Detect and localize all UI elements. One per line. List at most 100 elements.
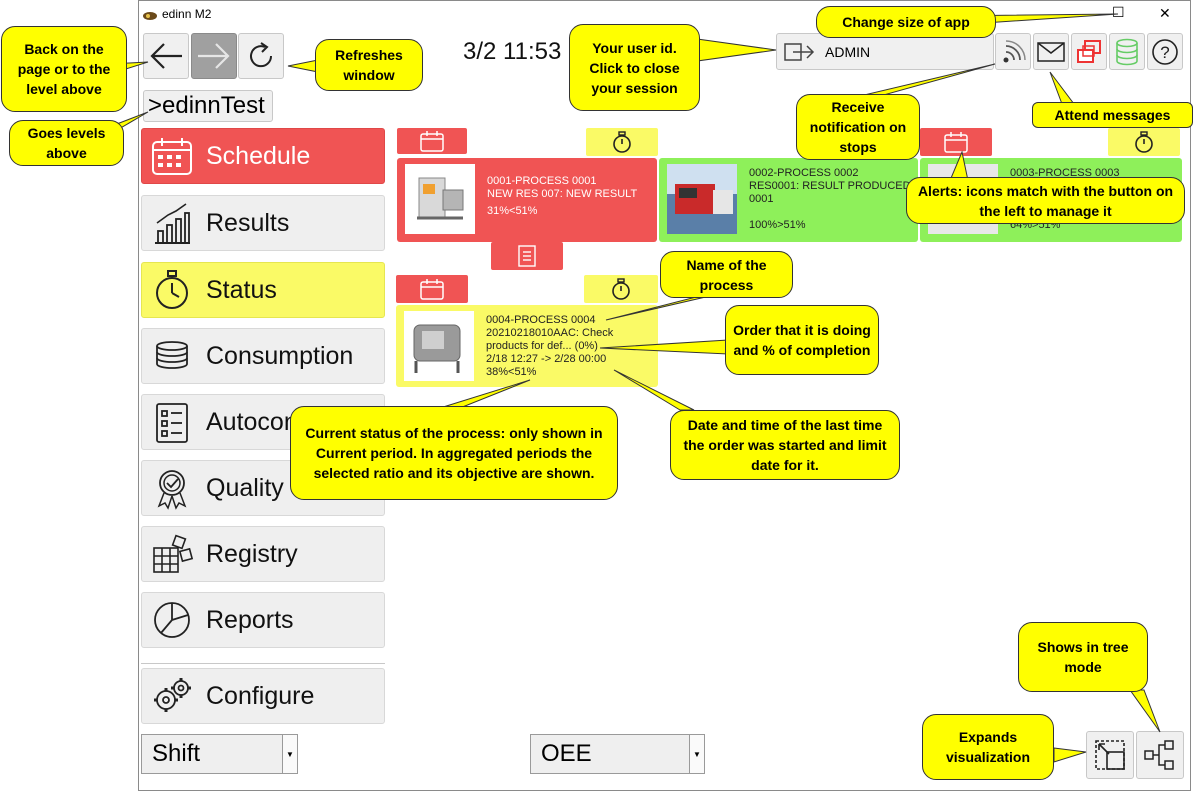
cascade-windows-icon (1077, 39, 1101, 63)
machine-thumbnail (404, 311, 474, 381)
process-card[interactable]: 0002-PROCESS 0002 RES0001: RESULT PRODUC… (659, 158, 918, 242)
process-dates: 2/18 12:27 -> 2/28 00:00 (486, 353, 607, 365)
callout-levels: Goes levels above (9, 120, 124, 166)
callout-status: Current status of the process: only show… (290, 406, 618, 500)
kpi-select-value: OEE (541, 740, 592, 767)
arrow-left-icon (150, 43, 182, 69)
menu-divider (141, 663, 385, 664)
expand-view-button[interactable] (1086, 731, 1134, 779)
stop-notifications-button[interactable] (995, 33, 1031, 70)
help-icon: ? (1152, 38, 1178, 65)
process-order-detail: products for def... (0%) (486, 340, 598, 352)
menu-item-configure[interactable]: Configure (141, 668, 385, 724)
callout-expand: Expands visualization (922, 714, 1054, 780)
callout-alerts: Alerts: icons match with the button on t… (906, 177, 1185, 224)
callout-back: Back on the page or to the level above (1, 26, 127, 112)
app-logo-icon (142, 8, 158, 20)
menu-label-consumption: Consumption (206, 341, 354, 370)
quality-badge-icon (142, 466, 202, 510)
expand-icon (1095, 740, 1125, 770)
dropdown-arrow-icon: ▼ (689, 735, 704, 773)
user-session-button[interactable]: ADMIN (776, 33, 994, 70)
process-order-detail: 0001 (749, 193, 774, 205)
checklist-icon (518, 245, 536, 267)
help-button[interactable]: ? (1147, 33, 1183, 70)
process-card[interactable]: 0001-PROCESS 0001 NEW RES 007: NEW RESUL… (397, 158, 657, 242)
menu-label-registry: Registry (206, 539, 298, 568)
breadcrumb[interactable]: >edinnTest (143, 90, 273, 122)
menu-item-schedule[interactable]: Schedule (141, 128, 385, 184)
process-order: NEW RES 007: NEW RESULT (487, 188, 638, 200)
maximize-icon[interactable]: ☐ (1112, 4, 1125, 20)
calendar-icon (142, 136, 202, 176)
process-ratio: 31%<51% (487, 205, 538, 217)
menu-label-configure: Configure (206, 681, 315, 710)
calendar-icon (420, 131, 444, 152)
dropdown-arrow-icon: ▼ (282, 735, 297, 773)
callout-date: Date and time of the last time the order… (670, 410, 900, 480)
process-name: 0001-PROCESS 0001 (487, 175, 597, 187)
callout-order: Order that it is doing and % of completi… (725, 305, 879, 375)
schedule-alert-tag[interactable] (920, 128, 992, 156)
calendar-icon (944, 132, 968, 153)
user-id-label: ADMIN (825, 43, 871, 60)
refresh-icon (250, 42, 273, 68)
callout-refresh: Refreshes window (315, 39, 423, 91)
database-icon (1116, 38, 1138, 65)
callout-resize: Change size of app (816, 6, 996, 38)
menu-item-registry[interactable]: Registry (141, 526, 385, 582)
arrow-right-icon (198, 43, 230, 69)
stopwatch-icon (142, 268, 202, 312)
callout-stops: Receive notification on stops (796, 94, 920, 160)
process-name: 0002-PROCESS 0002 (749, 167, 859, 179)
menu-item-status[interactable]: Status (141, 262, 385, 318)
status-alert-tag[interactable] (1108, 128, 1180, 156)
database-button[interactable] (1109, 33, 1145, 70)
machine-thumbnail (667, 164, 737, 234)
menu-item-reports[interactable]: Reports (141, 592, 385, 648)
process-order: 20210218010AAC: Check (486, 327, 614, 339)
menu-label-reports: Reports (206, 605, 294, 634)
callout-tree: Shows in tree mode (1018, 622, 1148, 692)
machine-thumbnail (405, 164, 475, 234)
coins-stack-icon (142, 338, 202, 374)
tree-icon (1144, 740, 1174, 770)
stopwatch-icon (1135, 131, 1153, 153)
process-name: 0003-PROCESS 0003 (1010, 167, 1120, 179)
calendar-icon (420, 279, 444, 300)
stopwatch-icon (613, 131, 631, 153)
windows-button[interactable] (1071, 33, 1107, 70)
schedule-alert-tag[interactable] (396, 275, 468, 303)
status-alert-tag[interactable] (584, 275, 658, 303)
status-alert-tag[interactable] (586, 128, 658, 156)
autocontrol-alert-tag[interactable] (491, 242, 563, 270)
bar-chart-icon (142, 201, 202, 245)
callout-user: Your user id. Click to close your sessio… (569, 24, 700, 111)
process-card[interactable]: 0004-PROCESS 0004 20210218010AAC: Check … (396, 305, 658, 387)
close-icon[interactable]: ✕ (1159, 5, 1171, 21)
rss-icon (1003, 39, 1026, 62)
shift-select[interactable]: Shift ▼ (141, 734, 298, 774)
callout-messages: Attend messages (1032, 102, 1193, 128)
menu-label-results: Results (206, 208, 290, 237)
process-name: 0004-PROCESS 0004 (486, 314, 596, 326)
logout-icon (784, 42, 815, 61)
process-order: RES0001: RESULT PRODUCED (749, 180, 911, 192)
checklist-icon (142, 400, 202, 444)
shift-select-value: Shift (152, 740, 201, 767)
menu-item-results[interactable]: Results (141, 195, 385, 251)
kpi-select[interactable]: OEE ▼ (530, 734, 705, 774)
process-ratio: 100%>51% (749, 219, 806, 231)
datetime-display: 3/2 11:53 (463, 38, 562, 65)
refresh-button[interactable] (238, 33, 284, 79)
forward-button[interactable] (191, 33, 237, 79)
menu-item-consumption[interactable]: Consumption (141, 328, 385, 384)
registry-grid-icon (142, 532, 202, 576)
messages-button[interactable] (1033, 33, 1069, 70)
callout-name: Name of the process (660, 251, 793, 298)
back-button[interactable] (143, 33, 189, 79)
process-ratio: 38%<51% (486, 366, 537, 378)
schedule-alert-tag[interactable] (397, 128, 467, 154)
svg-text:?: ? (1160, 43, 1169, 62)
tree-mode-button[interactable] (1136, 731, 1184, 779)
